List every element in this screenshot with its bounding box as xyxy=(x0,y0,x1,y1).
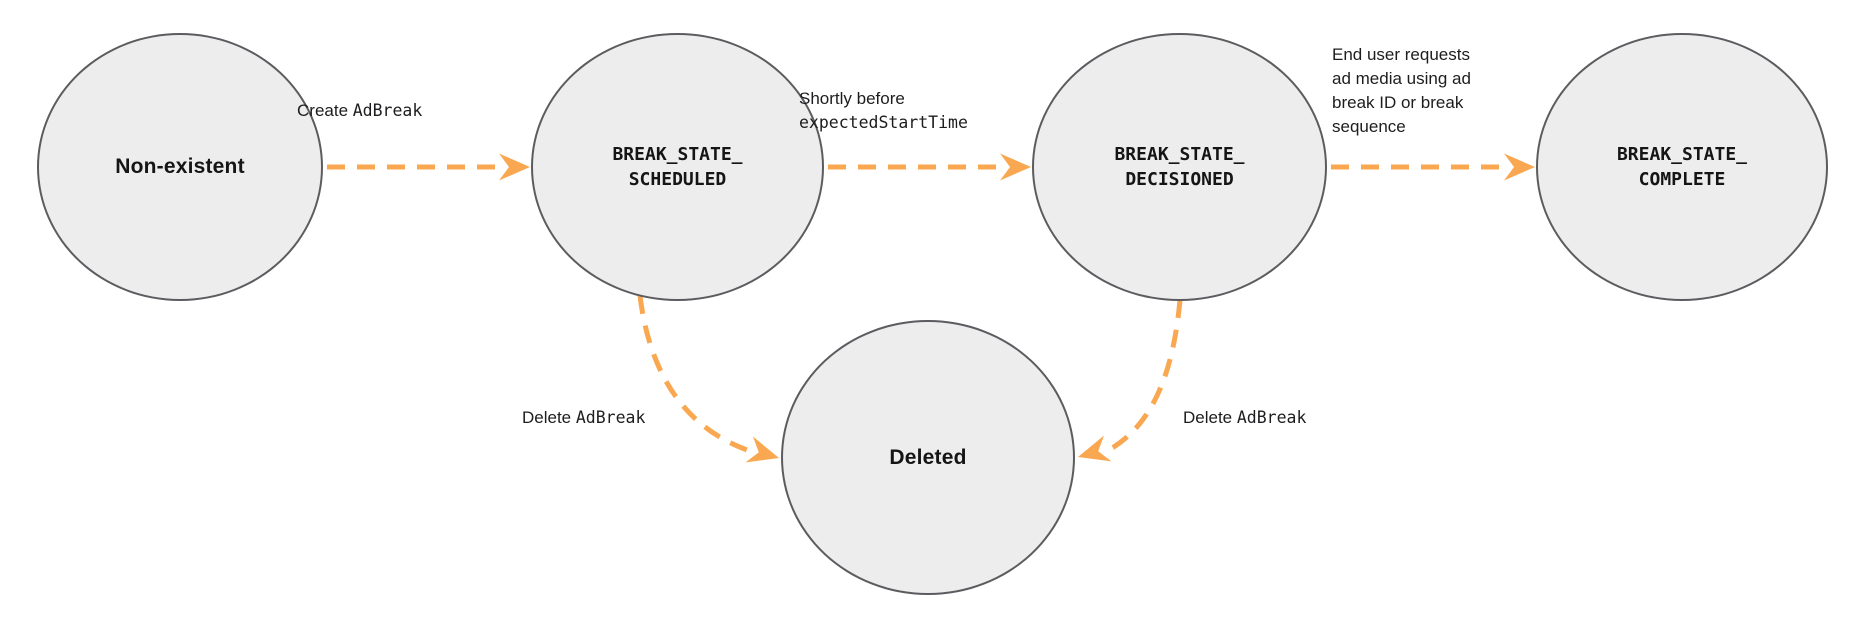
edge-label-end-user-requests: End user requests ad media using ad brea… xyxy=(1332,43,1471,139)
state-label-scheduled-line1: BREAK_STATE_ xyxy=(612,144,743,165)
edge-delete-right-arrow xyxy=(1078,299,1183,462)
edge-complete-arrow xyxy=(1331,153,1535,181)
state-label-non-existent: Non-existent xyxy=(115,155,245,178)
edge-label-create-text: Create xyxy=(297,101,353,120)
edge-label-shortly-before: Shortly before expectedStartTime xyxy=(799,87,968,135)
edge-label-delete-left-text: Delete xyxy=(522,408,576,427)
edge-label-delete-left-code: AdBreak xyxy=(575,408,646,427)
edge-label-delete-adbreak-left: Delete AdBreak xyxy=(522,406,645,430)
state-node-deleted: Deleted xyxy=(781,320,1075,595)
state-node-break-state-decisioned: BREAK_STATE_ DECISIONED xyxy=(1032,33,1327,301)
edge-label-end-user-line3: break ID or break xyxy=(1332,93,1464,112)
edge-label-end-user-line4: sequence xyxy=(1332,117,1406,136)
state-label-decisioned-line2: DECISIONED xyxy=(1125,169,1234,190)
edge-label-end-user-line1: End user requests xyxy=(1332,45,1470,64)
state-node-break-state-complete: BREAK_STATE_ COMPLETE xyxy=(1536,33,1828,301)
edge-label-create-code: AdBreak xyxy=(352,101,423,120)
edge-label-delete-right-code: AdBreak xyxy=(1236,408,1307,427)
edge-decision-arrow xyxy=(828,153,1031,181)
edge-label-create-adbreak: Create AdBreak xyxy=(297,99,422,123)
state-label-scheduled-line2: SCHEDULED xyxy=(628,169,727,190)
edge-delete-left-arrow xyxy=(637,295,779,463)
state-label-deleted: Deleted xyxy=(889,445,967,469)
edge-label-delete-adbreak-right: Delete AdBreak xyxy=(1183,406,1306,430)
state-label-complete-line1: BREAK_STATE_ xyxy=(1616,144,1748,165)
edge-label-delete-right-text: Delete xyxy=(1183,408,1237,427)
edge-label-expected-start-time-code: expectedStartTime xyxy=(799,113,968,132)
edge-create-arrow xyxy=(327,153,530,181)
state-label-decisioned-line1: BREAK_STATE_ xyxy=(1114,144,1245,165)
state-node-break-state-scheduled: BREAK_STATE_ SCHEDULED xyxy=(531,33,824,301)
state-label-complete-line2: COMPLETE xyxy=(1638,169,1726,190)
edge-label-shortly-before-line1: Shortly before xyxy=(799,89,905,108)
state-node-non-existent: Non-existent xyxy=(37,33,323,301)
edge-label-end-user-line2: ad media using ad xyxy=(1332,69,1471,88)
